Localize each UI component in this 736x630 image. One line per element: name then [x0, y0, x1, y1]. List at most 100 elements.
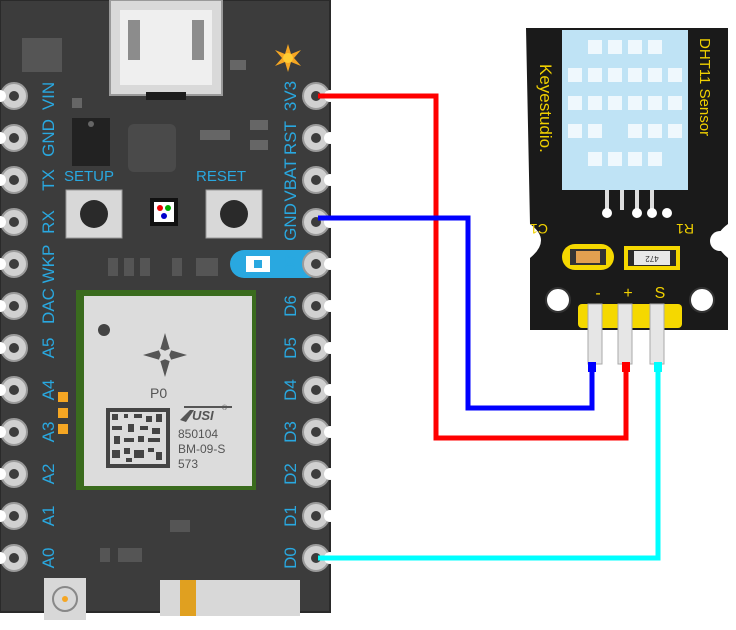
sensor-title: DHT11 Sensor: [696, 38, 713, 136]
grille-hole: [568, 68, 582, 82]
grille-hole: [648, 68, 662, 82]
right-pin-d5[interactable]: [302, 334, 336, 362]
dht11-sensor-board: DHT11 Sensor Keyestudio. C1 R1 472 - + S: [526, 28, 730, 365]
grille-hole: [668, 124, 682, 138]
grille-hole: [628, 124, 642, 138]
sensor-grille: [562, 30, 688, 190]
grille-hole: [648, 96, 662, 110]
wire-gnd-to-minus: [318, 215, 595, 411]
grille-hole: [668, 68, 682, 82]
sensor-pin-header: [578, 303, 682, 365]
reset-label: RESET: [196, 168, 246, 185]
resistor-r1-icon: 472: [624, 246, 680, 270]
module-line-3: 573: [178, 457, 198, 471]
grille-hole: [588, 124, 602, 138]
pin-label: D2: [281, 463, 300, 485]
grille-hole: [568, 96, 582, 110]
pin-label: D1: [281, 505, 300, 527]
right-pin-vbat[interactable]: [302, 166, 336, 194]
grille-hole: [648, 124, 662, 138]
c1-label: C1: [530, 221, 548, 237]
right-pin-d4[interactable]: [302, 376, 336, 404]
pin-label-signal: S: [655, 285, 666, 302]
grille-hole: [588, 152, 602, 166]
chip: [128, 124, 176, 172]
wire-3v3-to-plus: [318, 93, 629, 441]
left-pin-dac[interactable]: [0, 292, 28, 320]
svg-text:USI: USI: [192, 408, 214, 423]
grille-hole: [608, 96, 622, 110]
grille-hole: [648, 40, 662, 54]
pin-label: GND: [281, 203, 300, 241]
grille-hole: [628, 40, 642, 54]
usb-connector-icon: [109, 0, 223, 100]
pin-label: A2: [39, 464, 58, 485]
svg-text:472: 472: [645, 254, 659, 263]
grille-hole: [628, 96, 642, 110]
right-pin-d2[interactable]: [302, 460, 336, 488]
left-pin-a0[interactable]: [0, 544, 28, 572]
left-pin-tx[interactable]: [0, 166, 28, 194]
chip: [22, 38, 62, 72]
grille-hole: [588, 40, 602, 54]
left-pin-a1[interactable]: [0, 502, 28, 530]
pin-label: D0: [281, 547, 300, 569]
pin-label: WKP: [39, 245, 58, 284]
pin-label-minus: -: [595, 285, 600, 302]
rgb-led-icon: [150, 198, 178, 226]
left-pin-a2[interactable]: [0, 460, 28, 488]
reset-button[interactable]: [205, 189, 263, 239]
left-pin-gnd[interactable]: [0, 124, 28, 152]
pin-label: D7: [281, 253, 300, 275]
right-pin-d1[interactable]: [302, 502, 336, 530]
sensor-legs: [605, 190, 654, 210]
chip-antenna-icon: [160, 580, 300, 616]
sensor-brand: Keyestudio.: [536, 64, 555, 153]
right-pin-3v3[interactable]: [302, 82, 336, 110]
setup-label: SETUP: [64, 168, 114, 185]
right-pin-d7[interactable]: [302, 250, 336, 278]
grille-hole: [588, 96, 602, 110]
status-led-icon: [275, 44, 301, 72]
right-pin-d3[interactable]: [302, 418, 336, 446]
pin-label: VBAT: [281, 158, 300, 201]
grille-hole: [668, 96, 682, 110]
pin-label: TX: [39, 169, 58, 191]
qr-code-icon: [106, 408, 170, 468]
pin-label: A4: [39, 380, 58, 401]
left-pin-a3[interactable]: [0, 418, 28, 446]
photon-board: P0 USI ® 850104 BM-09-S 573: [0, 0, 336, 620]
right-pin-rst[interactable]: [302, 124, 336, 152]
pin-label: RX: [39, 210, 58, 234]
left-pin-a4[interactable]: [0, 376, 28, 404]
grille-hole: [608, 40, 622, 54]
right-pin-gnd[interactable]: [302, 208, 336, 236]
usi-logo-icon: USI ®: [180, 404, 232, 423]
right-pin-d6[interactable]: [302, 292, 336, 320]
wires: [318, 93, 661, 561]
left-pin-vin[interactable]: [0, 82, 28, 110]
left-pin-a5[interactable]: [0, 334, 28, 362]
pin-label: D3: [281, 421, 300, 443]
pin-label: A5: [39, 338, 58, 359]
pin-label: VIN: [39, 82, 58, 110]
left-pin-rx[interactable]: [0, 208, 28, 236]
pin-label: D4: [281, 379, 300, 401]
setup-button[interactable]: [65, 189, 123, 239]
grille-hole: [648, 152, 662, 166]
pin-label: GND: [39, 119, 58, 157]
module-line-1: 850104: [178, 427, 218, 441]
d7-led-icon: [230, 250, 322, 278]
grille-hole: [568, 124, 582, 138]
pin-label: 3V3: [281, 81, 300, 111]
left-pin-wkp[interactable]: [0, 250, 28, 278]
pin-label: DAC: [39, 288, 58, 324]
module-line-2: BM-09-S: [178, 442, 225, 456]
compass-star-icon: [143, 333, 187, 377]
r1-label: R1: [676, 221, 694, 237]
grille-hole: [608, 152, 622, 166]
pin-label: RST: [281, 121, 300, 155]
